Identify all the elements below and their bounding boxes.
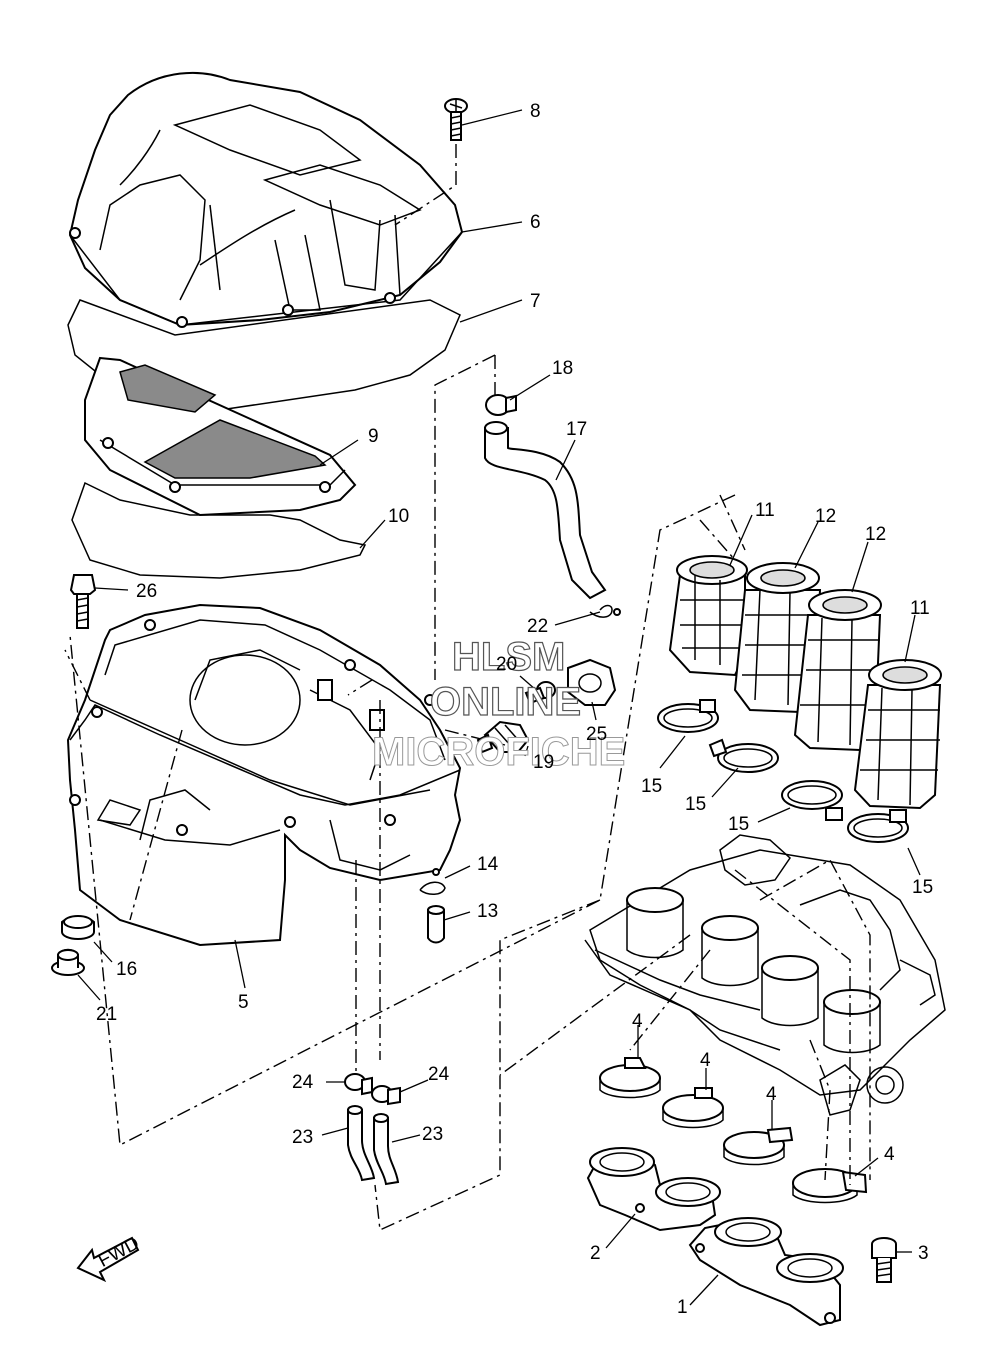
hose-part-23-right	[373, 1113, 400, 1186]
clip-part-22	[589, 604, 621, 618]
callout-2: 2	[590, 1243, 601, 1264]
callout-22: 22	[527, 616, 548, 637]
callout-4-a: 4	[632, 1011, 643, 1032]
clamp-part-24-left	[344, 1073, 373, 1096]
air-box-cover	[68, 71, 464, 328]
funnel-part-12-right	[793, 589, 882, 752]
clip-part-14	[419, 868, 446, 895]
breather-hose-part-17	[484, 421, 607, 600]
bolt-part-26	[69, 574, 97, 629]
callout-4-d: 4	[884, 1144, 895, 1165]
air-filter-element	[84, 356, 357, 517]
callout-10: 10	[388, 506, 409, 527]
watermark-line-1: HLSM	[452, 635, 565, 679]
callout-5: 5	[238, 992, 249, 1013]
watermark-line-2: ONLINE	[430, 680, 581, 724]
clamp-part-4-c	[723, 1126, 794, 1166]
callout-3: 3	[918, 1243, 929, 1264]
bolt-part-3	[871, 1237, 897, 1283]
callout-15-a: 15	[641, 776, 662, 797]
callout-25: 25	[586, 724, 607, 745]
grommet-part-16	[61, 915, 95, 940]
funnel-part-11-left	[668, 555, 748, 677]
clamp-part-4-b	[662, 1087, 724, 1129]
callout-4-b: 4	[700, 1050, 711, 1071]
callout-19: 19	[533, 752, 554, 773]
filter-gasket	[71, 481, 367, 579]
callout-24-right: 24	[428, 1064, 450, 1085]
callout-24-left: 24	[292, 1072, 314, 1093]
callout-6: 6	[530, 212, 541, 233]
screw-part-20	[524, 681, 556, 705]
callout-1: 1	[677, 1297, 688, 1318]
watermark: HLSM ONLINE MICROFICHE	[372, 634, 626, 774]
callout-20: 20	[496, 654, 517, 675]
plug-part-13	[427, 905, 445, 944]
leader-lines	[77, 109, 921, 1306]
grommet-part-25	[567, 658, 617, 706]
callout-15-d: 15	[912, 877, 933, 898]
funnel-part-11-right	[853, 659, 942, 810]
intake-joint-part-1	[688, 1217, 844, 1327]
callout-12-right: 12	[865, 524, 886, 545]
callout-8: 8	[530, 101, 541, 122]
clamp-part-15-d	[847, 809, 909, 843]
callout-23-left: 23	[292, 1127, 313, 1148]
clamp-part-18	[485, 394, 517, 416]
callout-7: 7	[530, 291, 541, 312]
hose-part-23-left	[347, 1105, 376, 1182]
callout-21: 21	[96, 1004, 117, 1025]
watermark-line-3: MICROFICHE	[372, 730, 625, 774]
callout-18: 18	[552, 358, 573, 379]
funnel-part-12-left	[733, 562, 822, 714]
clamp-part-15-c	[781, 780, 843, 821]
callout-13: 13	[477, 901, 498, 922]
intake-joint-part-2	[586, 1147, 721, 1232]
clamp-part-24-right	[371, 1085, 401, 1106]
throttle-body-assembly	[584, 834, 946, 1116]
clamp-part-4-a	[599, 1057, 661, 1099]
callout-23-right: 23	[422, 1124, 443, 1145]
clamp-part-15-b	[708, 738, 779, 773]
callout-15-b: 15	[685, 794, 706, 815]
callout-11-left: 11	[755, 500, 775, 521]
fwd-arrow: FWD	[76, 1233, 143, 1283]
callout-15-c: 15	[728, 814, 749, 835]
callout-16: 16	[116, 959, 137, 980]
fwd-arrow-label: FWD	[95, 1233, 143, 1272]
callout-9: 9	[368, 426, 379, 447]
collar-part-21	[51, 948, 85, 976]
callout-11-right: 11	[910, 598, 930, 619]
callout-12-left: 12	[815, 506, 836, 527]
reference-lines	[64, 144, 871, 1232]
clamp-part-15-a	[657, 699, 719, 733]
screw-part-8	[444, 98, 468, 141]
callout-14: 14	[477, 854, 499, 875]
callout-17: 17	[566, 419, 587, 440]
callout-4-c: 4	[766, 1084, 777, 1105]
callout-labels: 8 6 7 18 9 17 10 11 12 12 11 26 22 20 25…	[96, 101, 933, 1318]
clamp-part-4-d	[792, 1168, 868, 1204]
sensor-part-19	[476, 720, 530, 754]
air-box-case	[66, 603, 462, 947]
callout-26: 26	[136, 581, 157, 602]
